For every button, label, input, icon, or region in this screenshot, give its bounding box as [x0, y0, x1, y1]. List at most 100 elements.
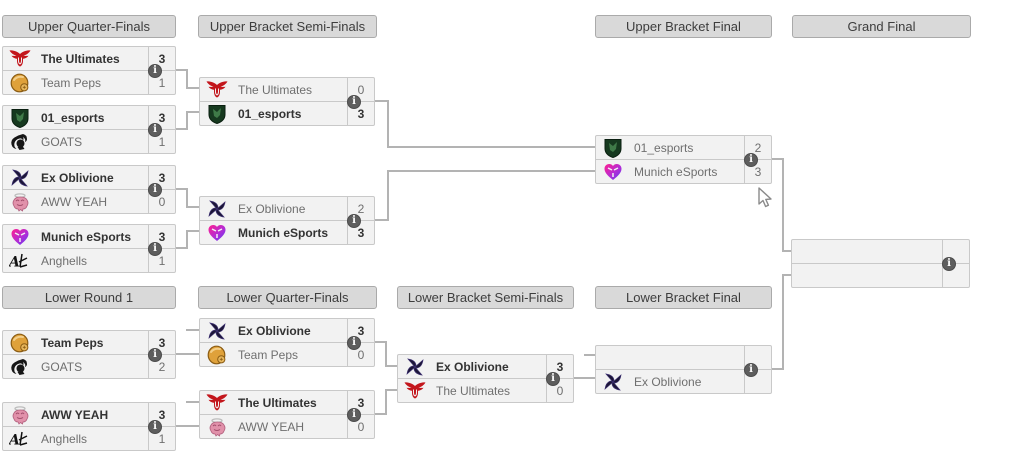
- ultimates-wings-icon: [404, 380, 426, 402]
- match-info-icon[interactable]: i: [347, 213, 361, 228]
- team-score: 0: [546, 379, 573, 402]
- team-row-team-peps[interactable]: Team Peps 3: [3, 331, 175, 355]
- team-score: 2: [347, 197, 374, 220]
- match-info-icon[interactable]: i: [942, 256, 956, 271]
- munich-heart-icon: [602, 161, 624, 183]
- peps-helmet-icon: [9, 72, 31, 94]
- team-name: Ex Oblivione: [634, 374, 702, 389]
- team-row-empty[interactable]: [792, 264, 969, 287]
- team-score: 3: [148, 166, 175, 189]
- round-header-upper-final: Upper Bracket Final: [595, 15, 772, 38]
- team-score: [744, 346, 771, 369]
- team-score: 0: [347, 78, 374, 101]
- team-name: Team Peps: [41, 335, 104, 350]
- team-score: 0: [347, 343, 374, 366]
- team-row-the-ultimates[interactable]: The Ultimates 3: [200, 391, 374, 415]
- match-info-icon[interactable]: i: [347, 407, 361, 422]
- match-info-icon[interactable]: i: [148, 122, 162, 137]
- team-score: 3: [347, 391, 374, 414]
- team-row-ex-oblivione[interactable]: Ex Oblivione 3: [398, 355, 573, 379]
- match-info-icon[interactable]: i: [148, 63, 162, 78]
- team-score: 3: [148, 47, 175, 70]
- team-row-empty[interactable]: [792, 240, 969, 264]
- anghells-monogram-icon: A: [9, 428, 31, 450]
- ex-oblivione-star-icon: [404, 356, 426, 378]
- team-name: GOATS: [41, 359, 83, 374]
- match-info-icon[interactable]: i: [347, 94, 361, 109]
- match-info-icon[interactable]: i: [744, 152, 758, 167]
- match-info-icon[interactable]: i: [148, 241, 162, 256]
- ultimates-wings-icon: [9, 48, 31, 70]
- team-row-goats[interactable]: GOATS 2: [3, 355, 175, 378]
- ex-oblivione-star-icon: [206, 198, 228, 220]
- munich-heart-icon: [9, 226, 31, 248]
- ex-oblivione-star-icon: [9, 167, 31, 189]
- team-score: 3: [546, 355, 573, 378]
- team-name: The Ultimates: [238, 395, 317, 410]
- team-row-team-peps[interactable]: Team Peps 0: [200, 343, 374, 366]
- match-info-icon[interactable]: i: [347, 335, 361, 350]
- ex-oblivione-star-icon: [602, 371, 624, 393]
- svg-text:A: A: [9, 254, 20, 270]
- round-header-lower-round-1: Lower Round 1: [2, 286, 176, 309]
- team-row-ex-oblivione[interactable]: Ex Oblivione 3: [200, 319, 374, 343]
- team-row-ex-oblivione[interactable]: Ex Oblivione: [596, 370, 771, 393]
- team-name: Ex Oblivione: [238, 201, 306, 216]
- team-score: 3: [148, 331, 175, 354]
- ultimates-wings-icon: [206, 79, 228, 101]
- match-info-icon[interactable]: i: [148, 419, 162, 434]
- match-lower-bracket-final[interactable]: Ex Oblivione i: [595, 345, 772, 394]
- round-header-grand-final: Grand Final: [792, 15, 971, 38]
- team-score: 3: [744, 160, 771, 183]
- team-name: Ex Oblivione: [238, 323, 311, 338]
- team-score: 2: [148, 355, 175, 378]
- team-score: 3: [347, 102, 374, 125]
- team-score: 3: [347, 319, 374, 342]
- match-info-icon[interactable]: i: [148, 347, 162, 362]
- team-name: GOATS: [41, 134, 83, 149]
- match-info-icon[interactable]: i: [546, 371, 560, 386]
- peps-helmet-icon: [9, 332, 31, 354]
- match-info-icon[interactable]: i: [744, 362, 758, 377]
- team-row-empty[interactable]: [596, 346, 771, 370]
- team-name: 01_esports: [41, 110, 105, 125]
- team-score: 3: [148, 403, 175, 426]
- svg-text:A: A: [9, 432, 20, 448]
- team-name: Team Peps: [238, 347, 299, 362]
- team-row-ex-oblivione[interactable]: Ex Oblivione 2: [200, 197, 374, 221]
- match-grand-final[interactable]: i: [791, 239, 970, 288]
- round-header-upper-quarter-finals: Upper Quarter-Finals: [2, 15, 176, 38]
- team-name: Ex Oblivione: [436, 359, 509, 374]
- ex-oblivione-star-icon: [206, 320, 228, 342]
- match-info-icon[interactable]: i: [148, 182, 162, 197]
